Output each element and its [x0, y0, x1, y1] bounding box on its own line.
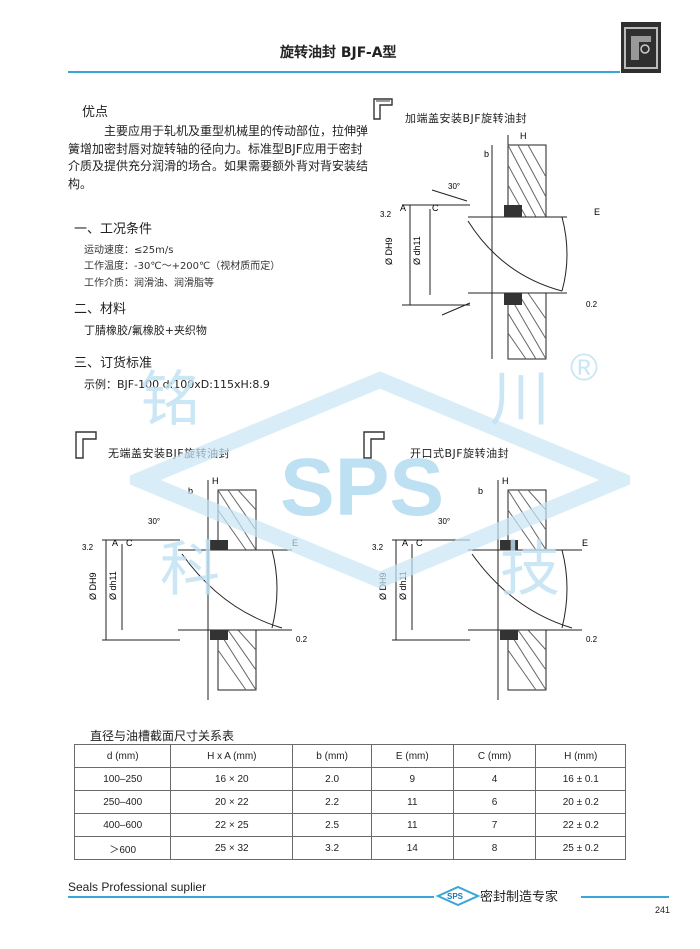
- ordering-heading: 三、订货标准: [74, 356, 153, 371]
- roughness-label: 0.2: [296, 635, 308, 644]
- table-header: H x A (mm): [170, 744, 294, 768]
- table-cell: ＞600: [73, 836, 172, 860]
- footer-rule: [581, 896, 669, 898]
- dim-label-H: H: [520, 131, 527, 141]
- seal-profile-icon: [75, 431, 97, 459]
- table-cell: 4: [452, 767, 537, 791]
- table-cell: 3.2: [292, 836, 373, 860]
- ordering-example: 示例：BJF-100 d:100xD:115xH:8.9: [84, 378, 270, 391]
- dim-label-A: A: [402, 538, 408, 548]
- table-cell: 16 ± 0.1: [535, 767, 626, 791]
- table-header: C (mm): [452, 744, 537, 768]
- header-rule: [68, 71, 620, 73]
- table-cell: 7: [452, 813, 537, 837]
- table-header: b (mm): [292, 744, 373, 768]
- footer-slogan: 密封制造专家: [480, 890, 559, 905]
- table-cell: 2.5: [292, 813, 373, 837]
- dim-label-DH9: Ø DH9: [88, 572, 98, 600]
- dim-label-A: A: [400, 203, 406, 213]
- roughness-label: 0.2: [586, 635, 598, 644]
- dim-label-E: E: [594, 207, 600, 217]
- seal-profile-icon: [363, 431, 385, 459]
- table-cell: 11: [371, 790, 454, 814]
- footer-rule: [68, 896, 434, 898]
- table-row: ＞600 25 × 32 3.2 14 8 25 ± 0.2: [73, 836, 626, 860]
- dim-label-b: b: [484, 149, 489, 159]
- table-cell: 100–250: [73, 767, 172, 791]
- watermark-char: 川: [490, 366, 550, 433]
- dimension-table: d (mm) H x A (mm) b (mm) E (mm) C (mm) H…: [73, 744, 626, 860]
- dim-label-H: H: [212, 476, 219, 486]
- diagram-caption-bottom-left: 无端盖安装BJF旋转油封: [108, 447, 231, 460]
- table-cell: 22 × 25: [170, 813, 294, 837]
- dim-label-DH9: Ø DH9: [384, 237, 394, 265]
- dim-label-dh11: Ø dh11: [412, 236, 422, 265]
- dim-label-C: C: [432, 203, 439, 213]
- seal-profile-logo: [621, 22, 661, 73]
- seal-profile-icon: [373, 98, 393, 120]
- dim-label-angle: 30°: [148, 517, 160, 526]
- table-cell: 11: [371, 813, 454, 837]
- diagram-caption-top-right: 加端盖安装BJF旋转油封: [405, 112, 528, 125]
- table-cell: 20 ± 0.2: [535, 790, 626, 814]
- table-cell: 8: [452, 836, 537, 860]
- table-title: 直径与油槽截面尺寸关系表: [90, 729, 235, 743]
- roughness-label: 0.2: [586, 300, 598, 309]
- seal-diagram-top-right: H b A C E Ø DH9 Ø dh11 30° 3.2 0.2: [380, 131, 600, 360]
- temperature-text: 工作温度：-30℃～+200℃（视材质而定）: [84, 261, 281, 272]
- table-header-row: d (mm) H x A (mm) b (mm) E (mm) C (mm) H…: [73, 744, 626, 768]
- table-row: 250–400 20 × 22 2.2 11 6 20 ± 0.2: [73, 790, 626, 814]
- roughness-label: 3.2: [372, 543, 384, 552]
- materials-text: 丁腈橡胶/氟橡胶+夹织物: [84, 324, 207, 337]
- page-number: 241: [655, 905, 671, 915]
- table-cell: 9: [371, 767, 454, 791]
- dim-label-E: E: [292, 538, 298, 548]
- footer-tagline: Seals Professional suplier: [68, 880, 207, 894]
- table-cell: 25 ± 0.2: [535, 836, 626, 860]
- dim-label-angle: 30°: [448, 182, 460, 191]
- medium-text: 工作介质：润滑油、润滑脂等: [84, 278, 214, 289]
- table-cell: 16 × 20: [170, 767, 294, 791]
- roughness-label: 3.2: [380, 210, 392, 219]
- table-row: 400–600 22 × 25 2.5 11 7 22 ± 0.2: [73, 813, 626, 837]
- table-cell: 25 × 32: [170, 836, 294, 860]
- table-cell: 22 ± 0.2: [535, 813, 626, 837]
- dim-label-b: b: [478, 486, 483, 496]
- dim-label-E: E: [582, 538, 588, 548]
- dim-label-C: C: [126, 538, 133, 548]
- conditions-heading: 一、工况条件: [74, 222, 153, 237]
- sps-badge-icon: SPS: [435, 885, 481, 907]
- table-header: H (mm): [535, 744, 626, 768]
- dim-label-dh11: Ø dh11: [398, 571, 408, 600]
- roughness-label: 3.2: [82, 543, 94, 552]
- table-cell: 250–400: [73, 790, 172, 814]
- table-cell: 2.0: [292, 767, 373, 791]
- diagram-caption-bottom-right: 开口式BJF旋转油封: [410, 447, 510, 460]
- advantages-body: 主要应用于轧机及重型机械里的传动部位，拉伸弹簧增加密封唇对旋转轴的径向力。标准型…: [68, 124, 369, 191]
- speed-text: 运动速度：≤25m/s: [84, 245, 174, 256]
- seal-diagram-bottom-right: H b A C E Ø DH9 Ø dh11 30° 3.2 0.2: [372, 476, 598, 700]
- dim-label-H: H: [502, 476, 509, 486]
- table-header: d (mm): [73, 744, 172, 768]
- dim-label-DH9: Ø DH9: [378, 572, 388, 600]
- advantages-text: 主要应用于轧机及重型机械里的传动部位，拉伸弹簧增加密封唇对旋转轴的径向力。标准型…: [68, 123, 368, 193]
- table-header: E (mm): [371, 744, 454, 768]
- table-cell: 20 × 22: [170, 790, 294, 814]
- seal-diagram-bottom-left: H b A C E Ø DH9 Ø dh11 30° 3.2 0.2: [82, 476, 308, 700]
- dim-label-dh11: Ø dh11: [108, 571, 118, 600]
- footer-badge: SPS: [447, 892, 464, 901]
- dim-label-angle: 30°: [438, 517, 450, 526]
- advantages-heading: 优点: [82, 105, 109, 120]
- table-cell: 400–600: [73, 813, 172, 837]
- dim-label-A: A: [112, 538, 118, 548]
- page-title: 旋转油封 BJF-A型: [280, 45, 397, 61]
- table-cell: 14: [371, 836, 454, 860]
- table-cell: 2.2: [292, 790, 373, 814]
- dim-label-b: b: [188, 486, 193, 496]
- dim-label-C: C: [416, 538, 423, 548]
- materials-heading: 二、材料: [74, 302, 127, 317]
- table-cell: 6: [452, 790, 537, 814]
- table-row: 100–250 16 × 20 2.0 9 4 16 ± 0.1: [73, 767, 626, 791]
